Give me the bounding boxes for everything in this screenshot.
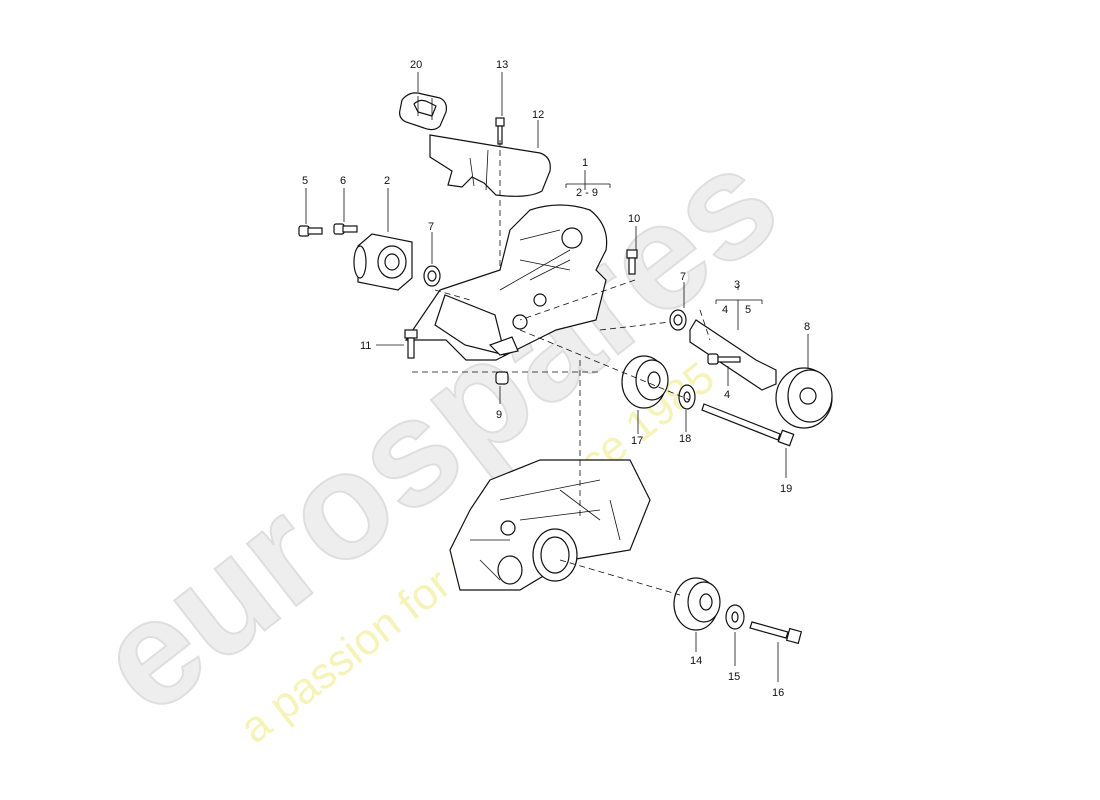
callout-3: 3 <box>734 279 740 291</box>
part-6-bolt <box>333 223 358 235</box>
callout-13: 13 <box>496 59 508 71</box>
callout-range-2-9: 2 - 9 <box>576 187 598 199</box>
part-20-clip <box>399 92 447 131</box>
callout-7-lower: 7 <box>680 271 686 283</box>
callout-6: 6 <box>340 175 346 187</box>
callout-2: 2 <box>384 175 390 187</box>
callout-19: 19 <box>780 483 792 495</box>
callout-11: 11 <box>360 340 371 352</box>
engine-block <box>449 459 651 591</box>
callout-8: 8 <box>804 321 810 333</box>
callout-17: 17 <box>631 435 643 447</box>
callout-group3-4: 4 <box>722 304 728 316</box>
part-19-bolt <box>701 403 795 447</box>
part-17-pulley <box>621 355 669 409</box>
part-11-bolt <box>404 329 418 359</box>
callout-7-upper: 7 <box>428 221 434 233</box>
part-16-bolt <box>749 621 803 645</box>
callout-4: 4 <box>724 389 730 401</box>
part-7-seal-lower <box>669 309 687 331</box>
part-18-washer <box>678 384 696 410</box>
callout-18: 18 <box>679 433 691 445</box>
part-5-bolt <box>298 225 323 237</box>
part-10-bolt <box>626 249 638 275</box>
part-2-housing <box>353 233 413 291</box>
part-1-main-bracket <box>404 204 608 361</box>
part-7-seal-upper <box>423 265 441 287</box>
callout-group3-5: 5 <box>745 304 751 316</box>
callout-5: 5 <box>302 175 308 187</box>
callout-14: 14 <box>690 655 702 667</box>
alignment-lines <box>412 140 711 596</box>
part-3-tensioner-arm <box>689 319 777 391</box>
part-12-bracket <box>429 134 551 197</box>
callout-16: 16 <box>772 687 784 699</box>
leader-lines <box>305 72 809 682</box>
callout-1: 1 <box>582 157 588 169</box>
callout-15: 15 <box>728 671 740 683</box>
callout-12: 12 <box>532 109 544 121</box>
callout-20: 20 <box>410 59 422 71</box>
part-9-bushing <box>495 371 509 385</box>
callouts: 20 13 12 1 2 - 9 5 6 2 7 10 7 3 4 5 8 11… <box>302 59 810 699</box>
part-14-pulley <box>673 577 721 631</box>
part-15-washer <box>725 604 745 630</box>
callout-9: 9 <box>496 409 502 421</box>
callout-10: 10 <box>628 213 640 225</box>
part-8-pulley <box>775 367 833 429</box>
